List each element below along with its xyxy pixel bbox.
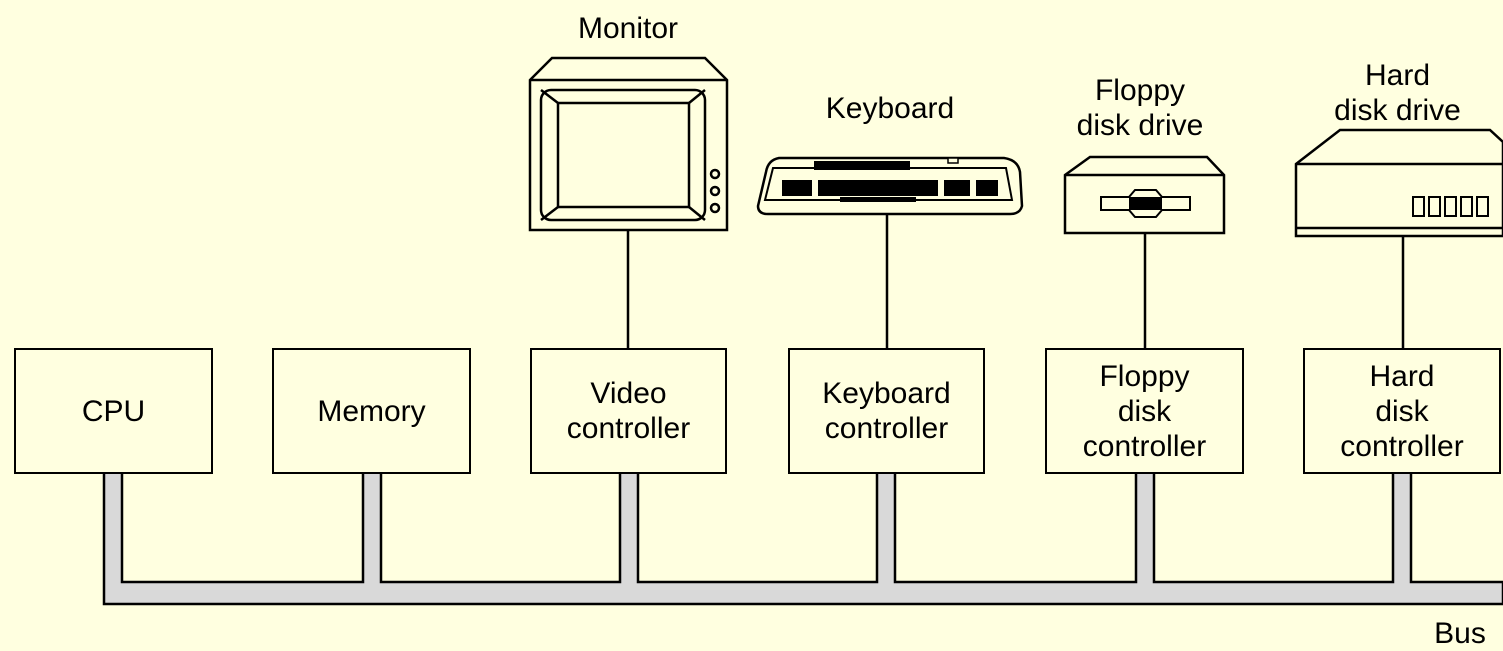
bus	[102, 470, 1503, 606]
keyboard-label: Keyboard	[825, 92, 955, 125]
hard-drive-label: Hard disk drive	[1305, 58, 1490, 128]
video-controller-label-line-2: controller	[566, 412, 691, 445]
keyboard-controller-label-line-1: Keyboard	[822, 377, 951, 410]
hard-drive-icon	[1294, 128, 1503, 238]
floppy-controller-label-line-3: controller	[1082, 429, 1207, 463]
keyboard-controller-label: Keyboard controller	[822, 376, 950, 446]
memory-box: Memory	[272, 348, 471, 474]
floppy-controller-label-line-2: disk	[1117, 394, 1172, 428]
hard-disk-controller-label-line-3: controller	[1340, 429, 1464, 463]
video-controller-label: Video controller	[567, 376, 690, 446]
floppy-controller-box: Floppy disk controller	[1045, 348, 1244, 474]
bus-label: Bus	[1434, 617, 1486, 650]
floppy-drive-label: Floppy disk drive	[1050, 73, 1230, 143]
hard-drive-label-line-2: disk drive	[1334, 94, 1461, 127]
video-controller-box: Video controller	[530, 348, 727, 474]
monitor-label: Monitor	[577, 12, 679, 45]
floppy-controller-label: Floppy disk controller	[1083, 359, 1206, 464]
keyboard-icon	[756, 156, 1024, 216]
hard-disk-controller-box: Hard disk controller	[1303, 348, 1501, 474]
hard-disk-controller-label-line-2: disk	[1375, 394, 1429, 428]
floppy-drive-icon	[1063, 155, 1226, 235]
hard-disk-controller-label: Hard disk controller	[1340, 359, 1463, 464]
cpu-label: CPU	[81, 394, 146, 428]
cpu-box: CPU	[14, 348, 213, 474]
hard-drive-label-line-1: Hard	[1364, 59, 1431, 92]
floppy-drive-label-line-2: disk drive	[1076, 109, 1204, 142]
monitor-icon	[528, 56, 729, 232]
memory-label: Memory	[317, 394, 426, 428]
keyboard-controller-label-line-2: controller	[824, 412, 949, 445]
floppy-drive-label-line-1: Floppy	[1094, 74, 1186, 107]
keyboard-controller-box: Keyboard controller	[788, 348, 985, 474]
video-controller-label-line-1: Video	[590, 377, 667, 410]
floppy-controller-label-line-1: Floppy	[1099, 359, 1190, 393]
hard-disk-controller-label-line-1: Hard	[1369, 359, 1435, 393]
